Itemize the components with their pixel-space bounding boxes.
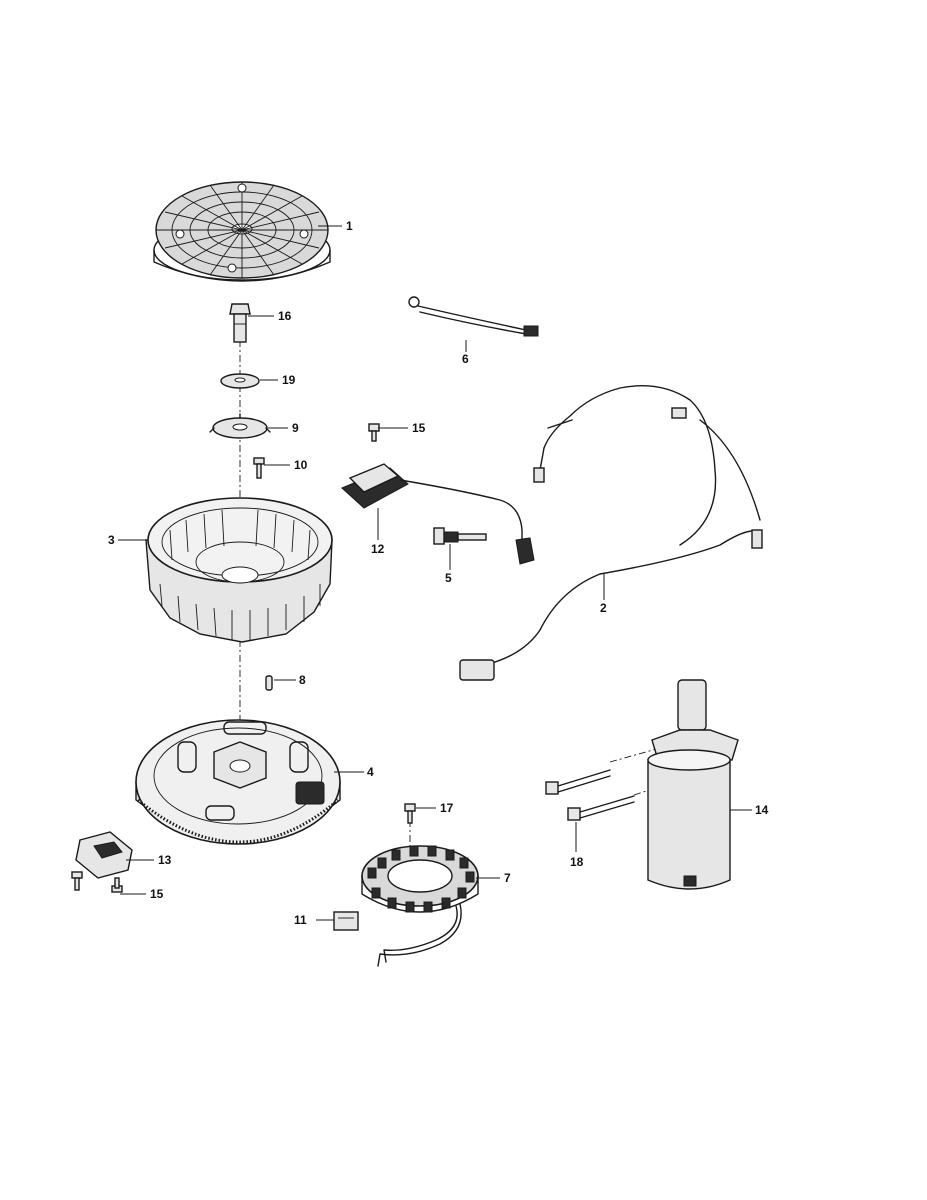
stator-part[interactable] <box>361 845 479 967</box>
flywheel-part[interactable] <box>135 719 341 845</box>
starter-bolt-centerline-upper <box>609 747 661 763</box>
callout-2: 2 <box>600 601 607 615</box>
screw-15-upper-part[interactable] <box>368 423 380 442</box>
wiring-harness-part[interactable] <box>459 385 763 681</box>
flywheel-key-part[interactable] <box>265 675 273 691</box>
callout-5: 5 <box>445 571 452 585</box>
stator-screw-part[interactable] <box>404 803 416 824</box>
callout-4: 4 <box>367 765 374 779</box>
callout-10: 10 <box>294 458 308 472</box>
screw-10-part[interactable] <box>253 457 265 479</box>
fan-retainer-part[interactable] <box>209 413 271 439</box>
callout-7: 7 <box>504 871 511 885</box>
callout-14: 14 <box>755 803 769 817</box>
ignition-module-part[interactable] <box>341 463 535 565</box>
callout-1: 1 <box>346 219 353 233</box>
callout-15-lower: 15 <box>150 887 164 901</box>
starter-motor-part[interactable] <box>647 679 739 890</box>
callout-17: 17 <box>440 801 454 815</box>
callout-13: 13 <box>158 853 172 867</box>
flywheel-bolt-part[interactable] <box>229 303 251 343</box>
leader-lines <box>118 225 752 921</box>
callout-12: 12 <box>371 542 385 556</box>
starter-bolt-part[interactable] <box>545 769 635 821</box>
ground-wire-part[interactable] <box>408 296 539 337</box>
callout-15-upper: 15 <box>412 421 426 435</box>
bracket-13-part[interactable] <box>75 831 133 879</box>
callout-16: 16 <box>278 309 292 323</box>
callout-labels: 1 2 3 4 5 6 7 8 9 10 11 12 13 14 15 15 1… <box>108 219 769 927</box>
callout-8: 8 <box>299 673 306 687</box>
callout-6: 6 <box>462 352 469 366</box>
grass-screen-part[interactable] <box>153 181 331 282</box>
flywheel-washer-part[interactable] <box>220 373 260 389</box>
callout-19: 19 <box>282 373 296 387</box>
callout-3: 3 <box>108 533 115 547</box>
callout-18: 18 <box>570 855 584 869</box>
screw-15-lower-part[interactable] <box>71 871 123 893</box>
callout-9: 9 <box>292 421 299 435</box>
spark-plug-part[interactable] <box>433 527 487 545</box>
cooling-fan-part[interactable] <box>145 497 333 643</box>
callout-11: 11 <box>294 913 307 927</box>
part-11-component[interactable] <box>333 911 359 931</box>
